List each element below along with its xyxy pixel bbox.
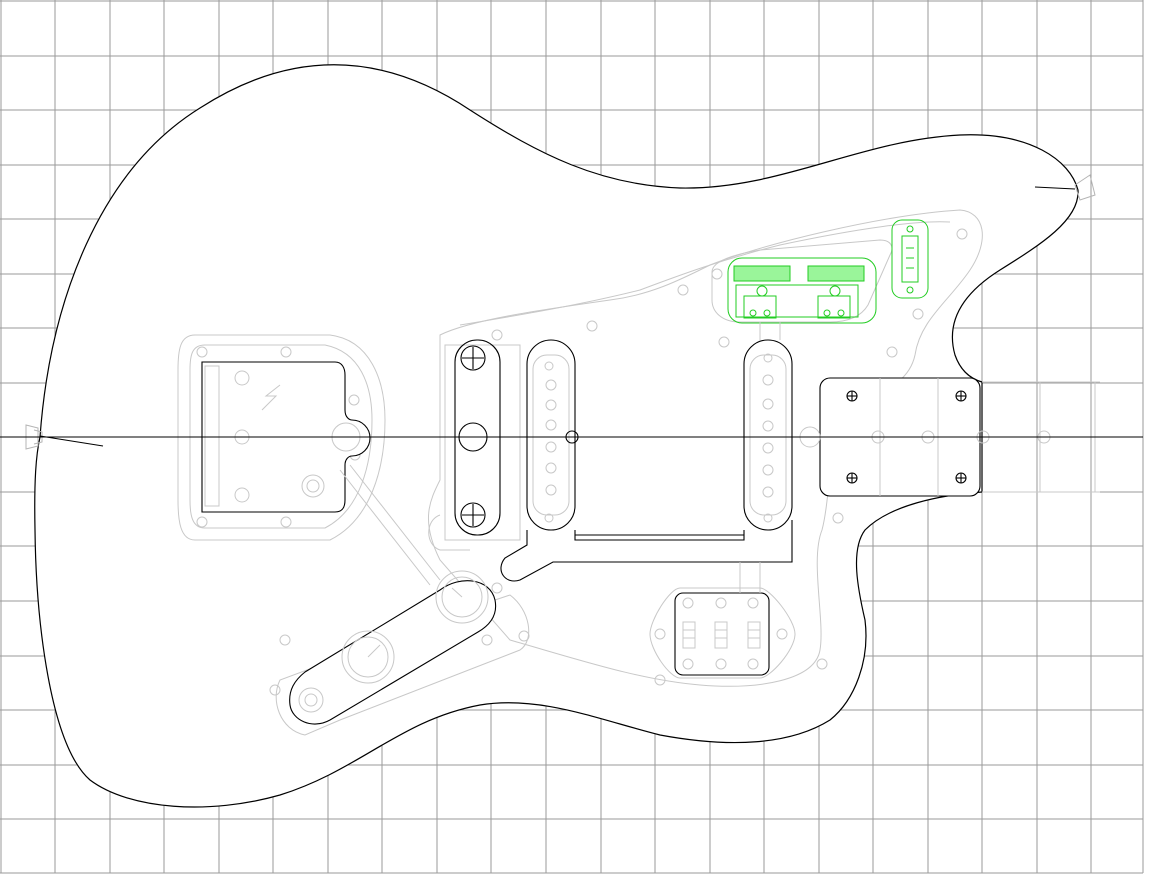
switch-plate-screws xyxy=(654,597,788,670)
wire-path-2 xyxy=(339,469,431,586)
tone-knob xyxy=(341,630,395,684)
tailpiece-bar xyxy=(204,365,220,507)
output-jack xyxy=(298,687,324,713)
switch-plate xyxy=(674,592,770,676)
bridge-posts xyxy=(458,345,488,528)
roller-knob-tone xyxy=(807,265,865,282)
rhythm-circuit-plate xyxy=(711,219,929,324)
bridge-pickup xyxy=(526,339,576,531)
horn-marker-line xyxy=(1034,186,1076,190)
tailpiece-logo xyxy=(261,384,281,411)
tailpiece-knob xyxy=(301,474,325,498)
switch-plate-outline xyxy=(649,587,796,679)
slide-switches xyxy=(682,621,761,649)
pickguard-screws xyxy=(491,228,968,686)
neck-plate-screws xyxy=(846,390,967,484)
wire-path-1 xyxy=(349,464,441,581)
bridge-faint xyxy=(428,344,521,551)
strap-button-horn xyxy=(1074,174,1096,201)
lower-plate-screws xyxy=(269,582,503,696)
neck-pickup xyxy=(743,339,793,531)
rear-marker-line xyxy=(39,435,104,447)
volume-knob xyxy=(435,570,489,624)
tailpiece-plate xyxy=(177,334,386,541)
pickguard-inner-outline xyxy=(459,221,951,326)
roller-knob-volume xyxy=(733,265,791,282)
lower-control-plate xyxy=(275,594,530,736)
